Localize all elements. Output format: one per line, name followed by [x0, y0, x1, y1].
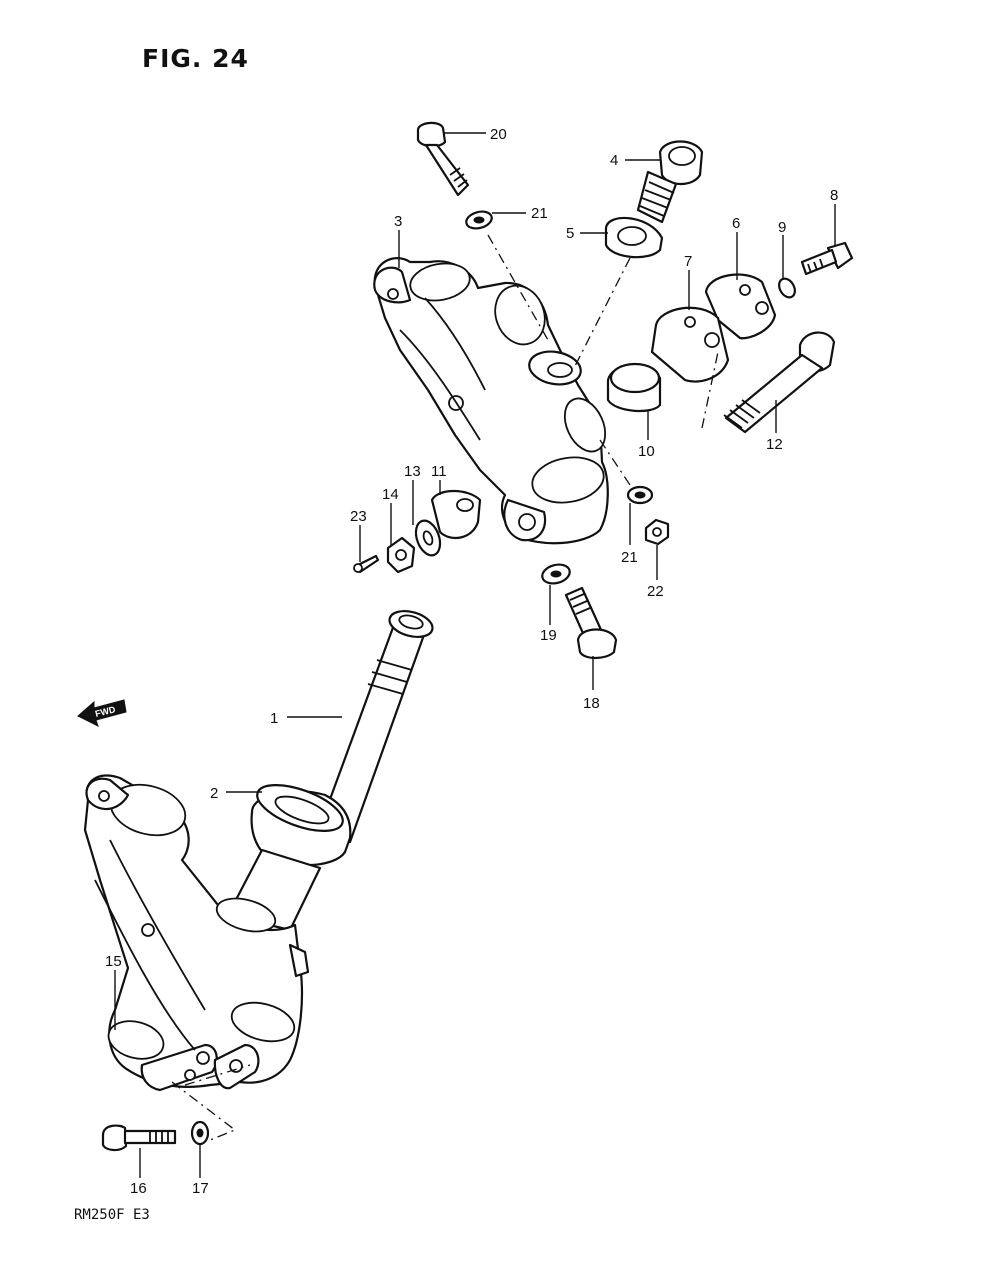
callout-21-right: 21	[621, 549, 638, 566]
callout-9: 9	[778, 219, 786, 236]
bolt-18	[564, 586, 618, 660]
cotter-pin-23	[353, 554, 380, 574]
callout-14: 14	[382, 486, 399, 503]
callout-16: 16	[130, 1180, 147, 1197]
model-code: RM250F E3	[74, 1207, 150, 1223]
callout-17: 17	[192, 1180, 209, 1197]
bolt-12	[723, 331, 836, 434]
callout-8: 8	[830, 187, 838, 204]
upper-bracket	[373, 257, 609, 545]
callout-3: 3	[394, 213, 402, 230]
bolt-20	[416, 121, 470, 197]
alignment-line-16	[171, 1081, 237, 1141]
callout-22: 22	[647, 583, 664, 600]
holder-lower-7	[650, 306, 730, 383]
callout-20: 20	[490, 126, 507, 143]
alignment-line-5	[573, 257, 631, 369]
bolt-4	[636, 140, 704, 224]
bolt-8	[800, 241, 854, 276]
callout-12: 12	[766, 436, 783, 453]
bracket-bush-seat	[528, 350, 582, 386]
direction-label: FWD	[94, 704, 117, 719]
leader-lines	[114, 132, 836, 1178]
callout-23: 23	[350, 508, 367, 525]
arrow-left-icon: FWD	[77, 699, 127, 727]
bolt-16	[101, 1124, 177, 1152]
callout-18: 18	[583, 695, 600, 712]
alignment-line-21	[487, 234, 549, 341]
washer-9	[778, 277, 796, 299]
callout-7: 7	[684, 253, 692, 270]
callout-2: 2	[210, 785, 218, 802]
callout-11: 11	[431, 463, 447, 480]
callout-21-top: 21	[531, 205, 548, 222]
nut-14	[386, 536, 416, 574]
washer-21-top	[465, 210, 493, 230]
callout-6: 6	[732, 215, 740, 232]
alignment-line-12	[701, 351, 719, 429]
callout-15: 15	[105, 953, 122, 970]
callout-4: 4	[610, 152, 618, 169]
callout-19: 19	[540, 627, 557, 644]
callout-10: 10	[638, 443, 655, 460]
bearing-2	[250, 784, 352, 867]
washer-13	[414, 519, 442, 557]
steering-stem	[316, 609, 434, 844]
cushion-11	[430, 489, 482, 540]
lower-bracket	[83, 774, 310, 1092]
holder-upper-6	[704, 273, 777, 340]
washer-5	[604, 216, 664, 259]
washer-19	[541, 563, 571, 585]
callout-5: 5	[566, 225, 574, 242]
washer-21-right	[626, 485, 654, 505]
washer-17	[190, 1120, 210, 1146]
callout-numbers: 20 21 4 5 3 6 7 9 8 10 12 11 13 14 23 21…	[105, 126, 838, 1197]
figure-title: FIG. 24	[142, 44, 249, 73]
callout-13: 13	[404, 463, 421, 480]
alignment-line-21b	[599, 439, 631, 486]
callout-1: 1	[270, 710, 278, 727]
nut-22	[644, 518, 670, 546]
cushion-10	[606, 362, 662, 413]
